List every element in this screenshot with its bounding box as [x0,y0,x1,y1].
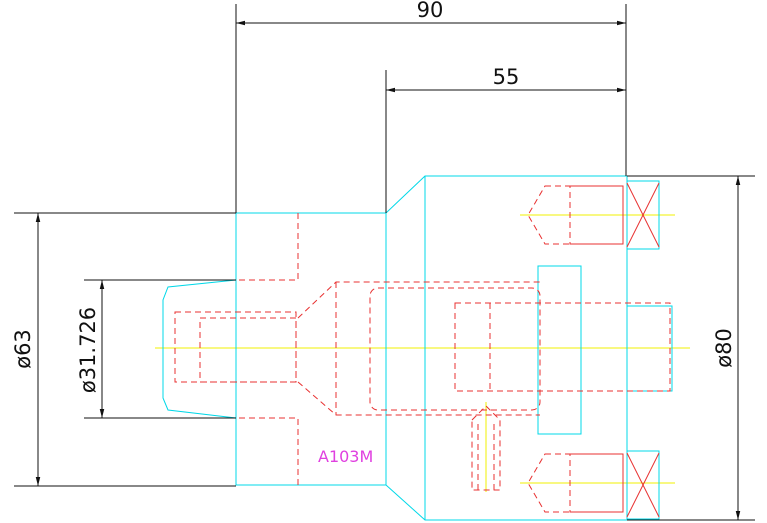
centerlines [155,214,690,492]
dim-text-total-length: 90 [417,0,444,22]
extension-lines [14,4,755,521]
inner-bore-left-2 [199,317,297,383]
lower-counterbore-inner [569,453,624,513]
dim-text-flange-length: 55 [493,65,520,89]
upper-bolt-cross-2 [626,182,660,248]
upper-bolt-head [626,180,660,250]
upper-counterbore-inner [569,185,624,245]
key-slot [537,265,582,435]
lower-bolt-head [626,450,660,520]
dim-text-flange-diameter: ø80 [712,328,736,368]
bore-step-profile [236,213,299,281]
dim-text-bore-diameter: ø31.726 [76,307,100,393]
dimension-lines [35,20,741,520]
central-bore [454,302,671,392]
shaft-end-chamfer [162,279,237,419]
dim-text-shaft-diameter: ø63 [11,329,35,369]
part-label: A103M [318,447,373,466]
inner-cavity [369,287,541,411]
hidden-features [174,185,671,513]
bore-step-profile-lower [236,417,299,485]
tapped-hole [471,405,501,491]
lower-bolt-cross-2 [626,452,660,518]
bolt-cross-marks [626,182,660,518]
